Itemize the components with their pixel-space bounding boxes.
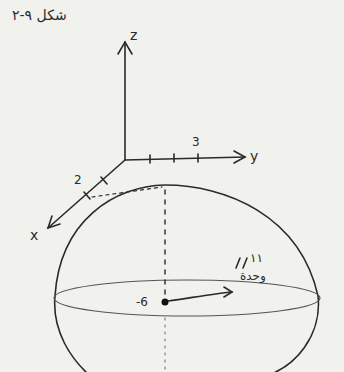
axis-label: z: [130, 28, 137, 43]
radius-value: ١١: [250, 252, 263, 265]
center-coordinate: -6: [136, 296, 148, 309]
tick-number: 2: [74, 174, 82, 187]
axis-label: y: [250, 149, 258, 164]
axis-label: x: [30, 228, 38, 243]
figure-caption: شكل ٩-٢: [12, 8, 67, 23]
tick-number: 3: [192, 136, 200, 149]
radius-unit: وحدة: [240, 270, 266, 283]
